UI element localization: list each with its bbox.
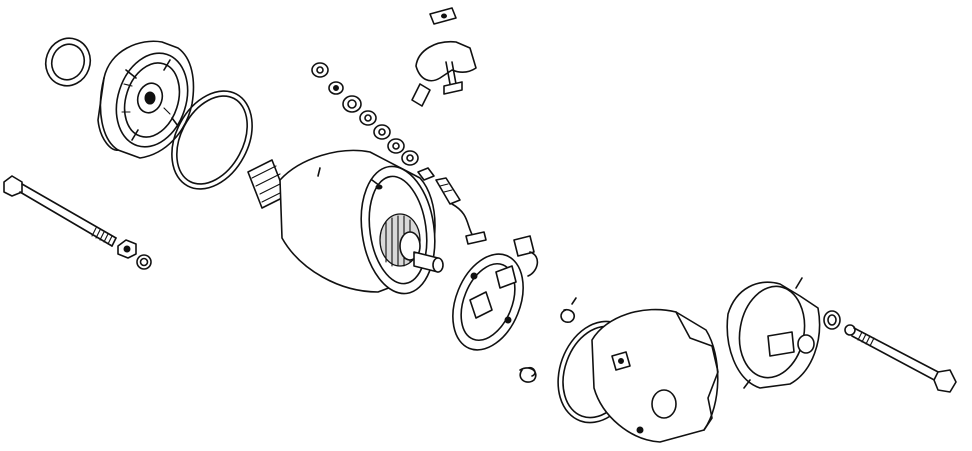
spring-lower [519,366,537,383]
seal-washer-right [823,310,841,330]
o-ring-small [44,37,92,87]
washer-left [136,254,152,270]
brush-lead [451,203,487,245]
terminal-bolt [435,177,461,205]
armature-housing [247,149,444,295]
insulator-washers [311,62,435,181]
motor-case [591,308,719,443]
long-bolt-right [844,324,957,393]
nut-left [117,239,137,259]
spring-small [560,297,577,323]
o-ring-large [171,90,253,190]
rear-cover [726,277,821,389]
brush-holder-plate [452,235,539,351]
front-bracket [97,40,195,159]
long-bolt-left [3,175,117,247]
brush-spring-clip [411,7,477,107]
